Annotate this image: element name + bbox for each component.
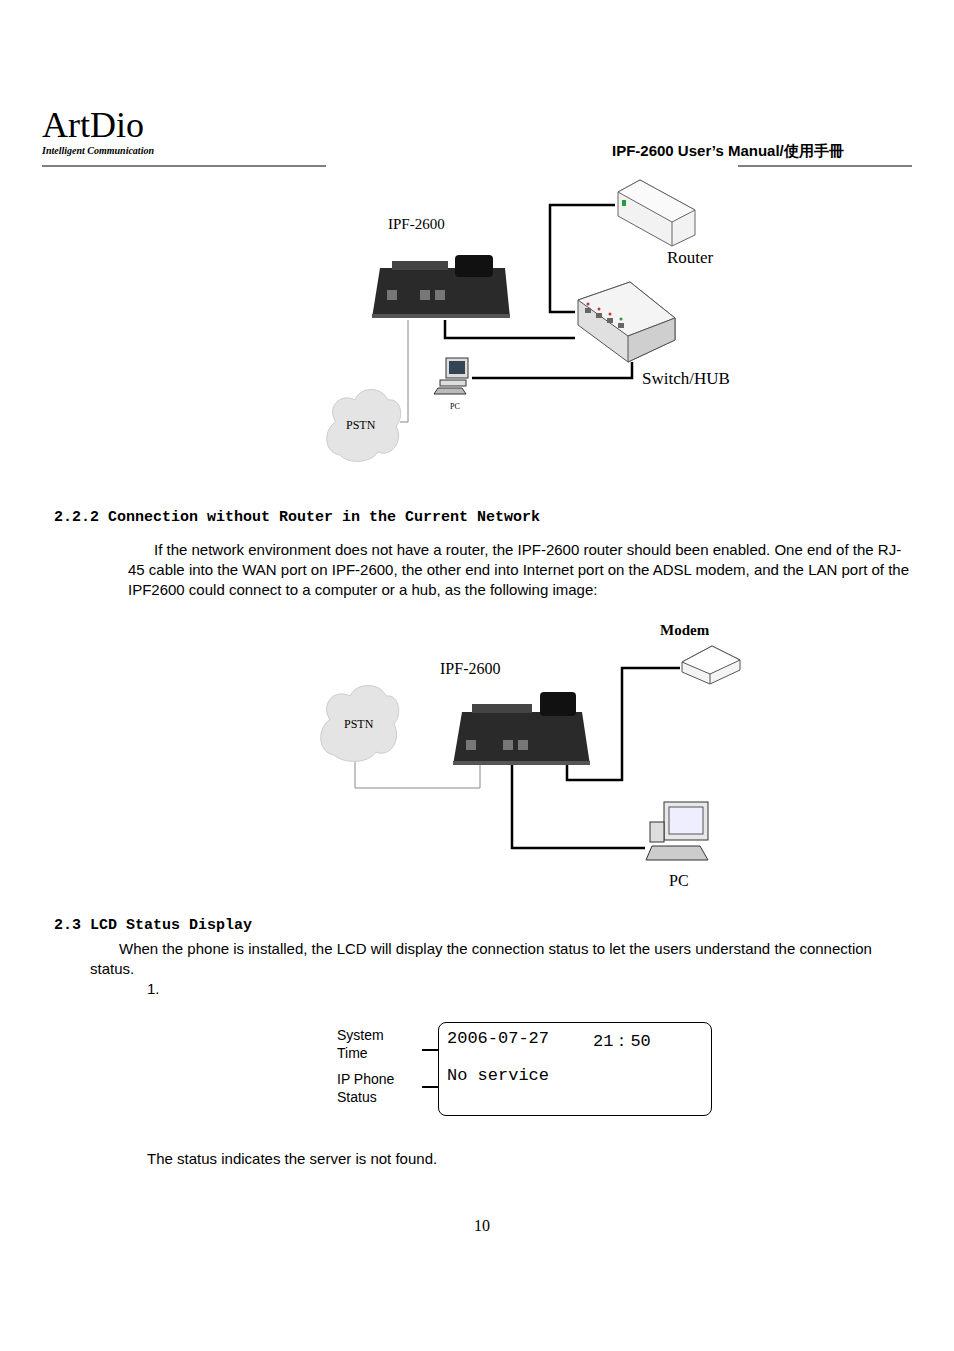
device-label: PSTN <box>346 418 375 433</box>
lcd-text: 21：50 <box>593 1029 651 1052</box>
device-label: IPF-2600 <box>388 216 445 233</box>
callout-label: IP Phone Status <box>337 1070 409 1106</box>
lcd-text: 2006-07-27 <box>447 1029 549 1048</box>
device-label: Router <box>667 248 713 268</box>
device-label: Modem <box>660 622 709 639</box>
connector-cable <box>472 362 632 378</box>
section-heading: 2.2.2 Connection without Router in the C… <box>54 509 540 526</box>
phone-icon <box>453 692 590 765</box>
device-label: PC <box>669 872 689 890</box>
connector-cable <box>400 320 408 422</box>
connector-cable <box>567 668 680 780</box>
connector-cable <box>445 320 575 338</box>
pstn-cloud <box>327 390 401 462</box>
section-heading: 2.3 LCD Status Display <box>54 917 252 934</box>
pstn-cloud: PSTN <box>322 685 398 762</box>
logo-wordmark: ArtDio <box>42 104 144 146</box>
phone-icon <box>372 255 510 318</box>
device-switch: Switch/HUB <box>575 280 677 362</box>
switch-icon <box>578 282 675 362</box>
connector-cable <box>512 765 645 848</box>
lcd-text: No service <box>447 1066 549 1085</box>
device-label: PSTN <box>344 717 373 732</box>
pstn-cloud: PSTN <box>328 388 400 462</box>
device-phone: IPF-2600 <box>453 690 590 765</box>
connector-cable <box>550 205 615 312</box>
device-label: IPF-2600 <box>440 660 500 678</box>
page-header: IPF-2600 User’s Manual/使用手冊 <box>612 142 844 161</box>
list-number: 1. <box>147 980 160 997</box>
connector-cable <box>355 762 480 788</box>
device-pc: PC <box>438 355 472 395</box>
body-text: The status indicates the server is not f… <box>147 1150 437 1167</box>
body-paragraph: When the phone is installed, the LCD wil… <box>90 939 902 979</box>
modem-icon <box>682 646 740 684</box>
pstn-cloud <box>321 686 399 762</box>
lcd-display: 2006-07-27 21：50 No service <box>438 1022 712 1116</box>
device-modem: Modem <box>680 645 740 684</box>
pc-icon <box>646 802 708 860</box>
device-phone: IPF-2600 <box>372 252 510 320</box>
device-pc: PC <box>645 800 718 862</box>
device-router: Router <box>615 180 697 246</box>
body-paragraph: If the network environment does not have… <box>128 540 912 600</box>
callout-label: System Time <box>337 1026 401 1062</box>
router-icon <box>618 180 695 246</box>
device-label: Switch/HUB <box>642 369 730 389</box>
page-number: 10 <box>474 1217 490 1235</box>
device-label: PC <box>450 402 460 411</box>
logo-tagline: Intelligent Communication <box>42 145 154 156</box>
pc-icon <box>434 358 468 394</box>
header-rules <box>42 166 912 167</box>
